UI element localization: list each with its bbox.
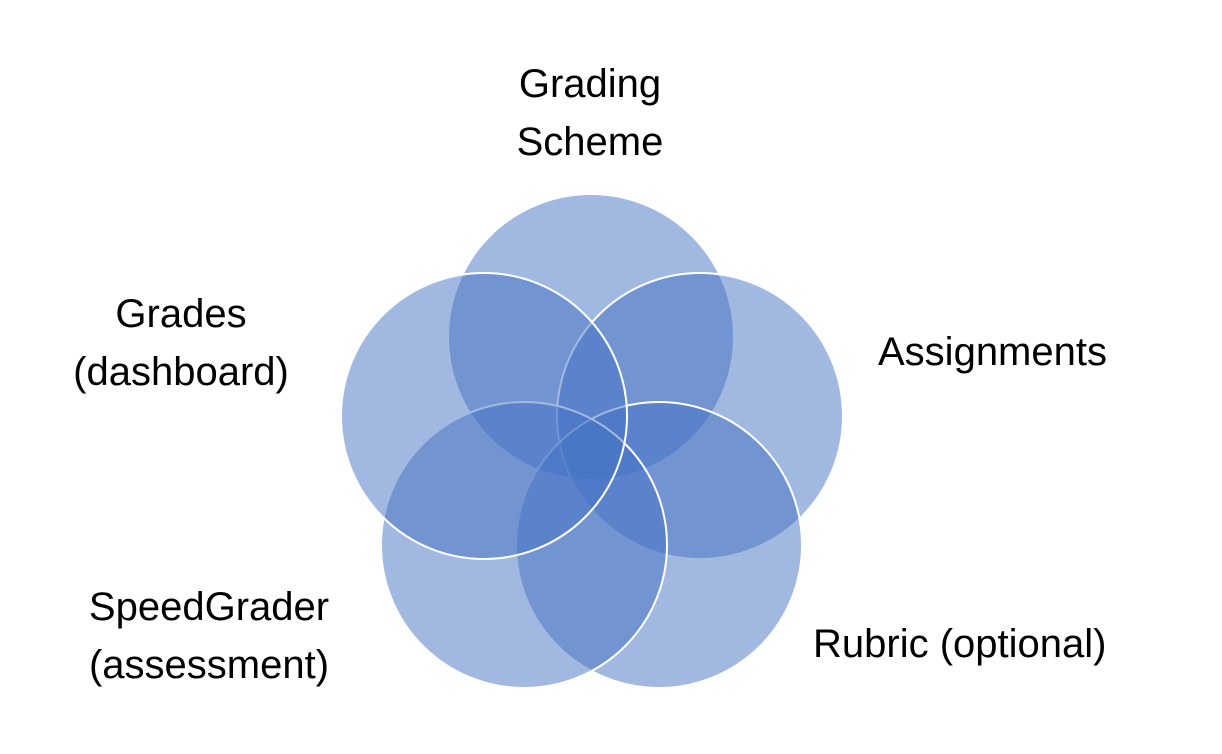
label-grading-scheme-line2: Scheme bbox=[517, 120, 664, 164]
label-speedgrader-line2: (assessment) bbox=[89, 643, 329, 687]
label-grades-line1: Grades bbox=[115, 292, 246, 336]
label-grading-scheme-line1: Grading bbox=[519, 62, 661, 106]
label-grades-line2: (dashboard) bbox=[73, 350, 289, 394]
circle-grades bbox=[340, 272, 628, 560]
label-rubric: Rubric (optional) bbox=[813, 622, 1106, 666]
label-assignments: Assignments bbox=[878, 330, 1107, 374]
circles bbox=[340, 193, 844, 689]
label-speedgrader-line1: SpeedGrader bbox=[89, 585, 329, 629]
